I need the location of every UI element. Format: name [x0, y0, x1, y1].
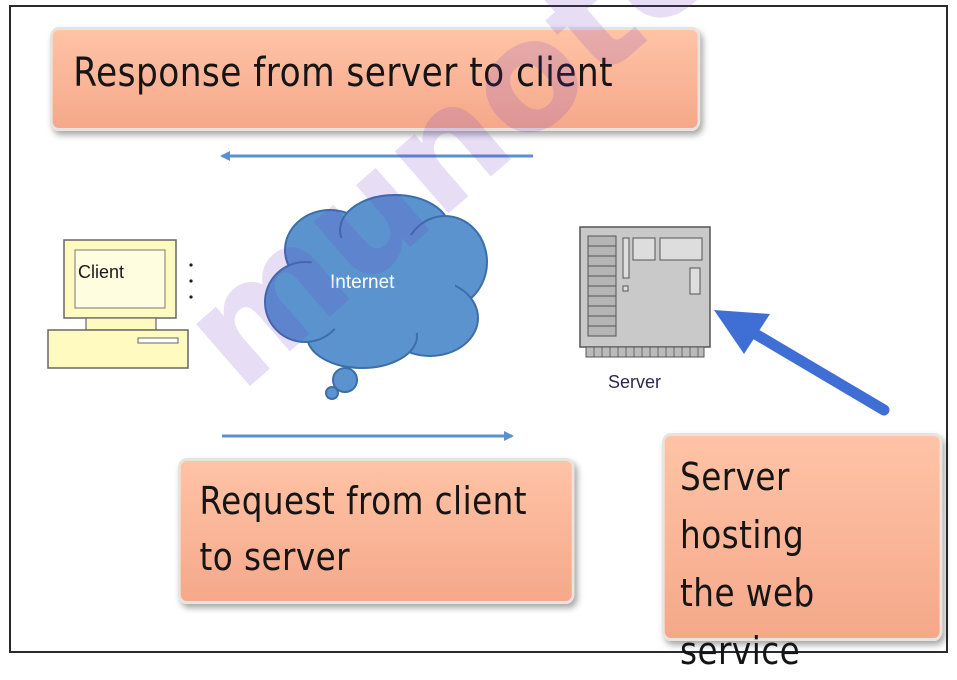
- server-icon: [579, 226, 711, 358]
- server-hosting-note: Server hosting the web service: [662, 433, 943, 673]
- request-note: Request from client to server: [178, 458, 575, 604]
- internet-label: Internet: [330, 272, 395, 293]
- diagram-canvas: [47, 151, 890, 441]
- server-hosting-note-text: Server hosting the web service: [680, 455, 815, 673]
- response-note-text: Response from server to client: [73, 50, 614, 96]
- server-label: Server: [608, 372, 662, 392]
- internet-cloud-icon: [264, 194, 488, 400]
- server-pointer-arrow: [714, 310, 890, 416]
- client-computer-icon: [47, 239, 193, 369]
- response-note: Response from server to client: [50, 27, 701, 131]
- request-note-text: Request from client to server: [199, 479, 528, 579]
- client-label: Client: [78, 262, 125, 282]
